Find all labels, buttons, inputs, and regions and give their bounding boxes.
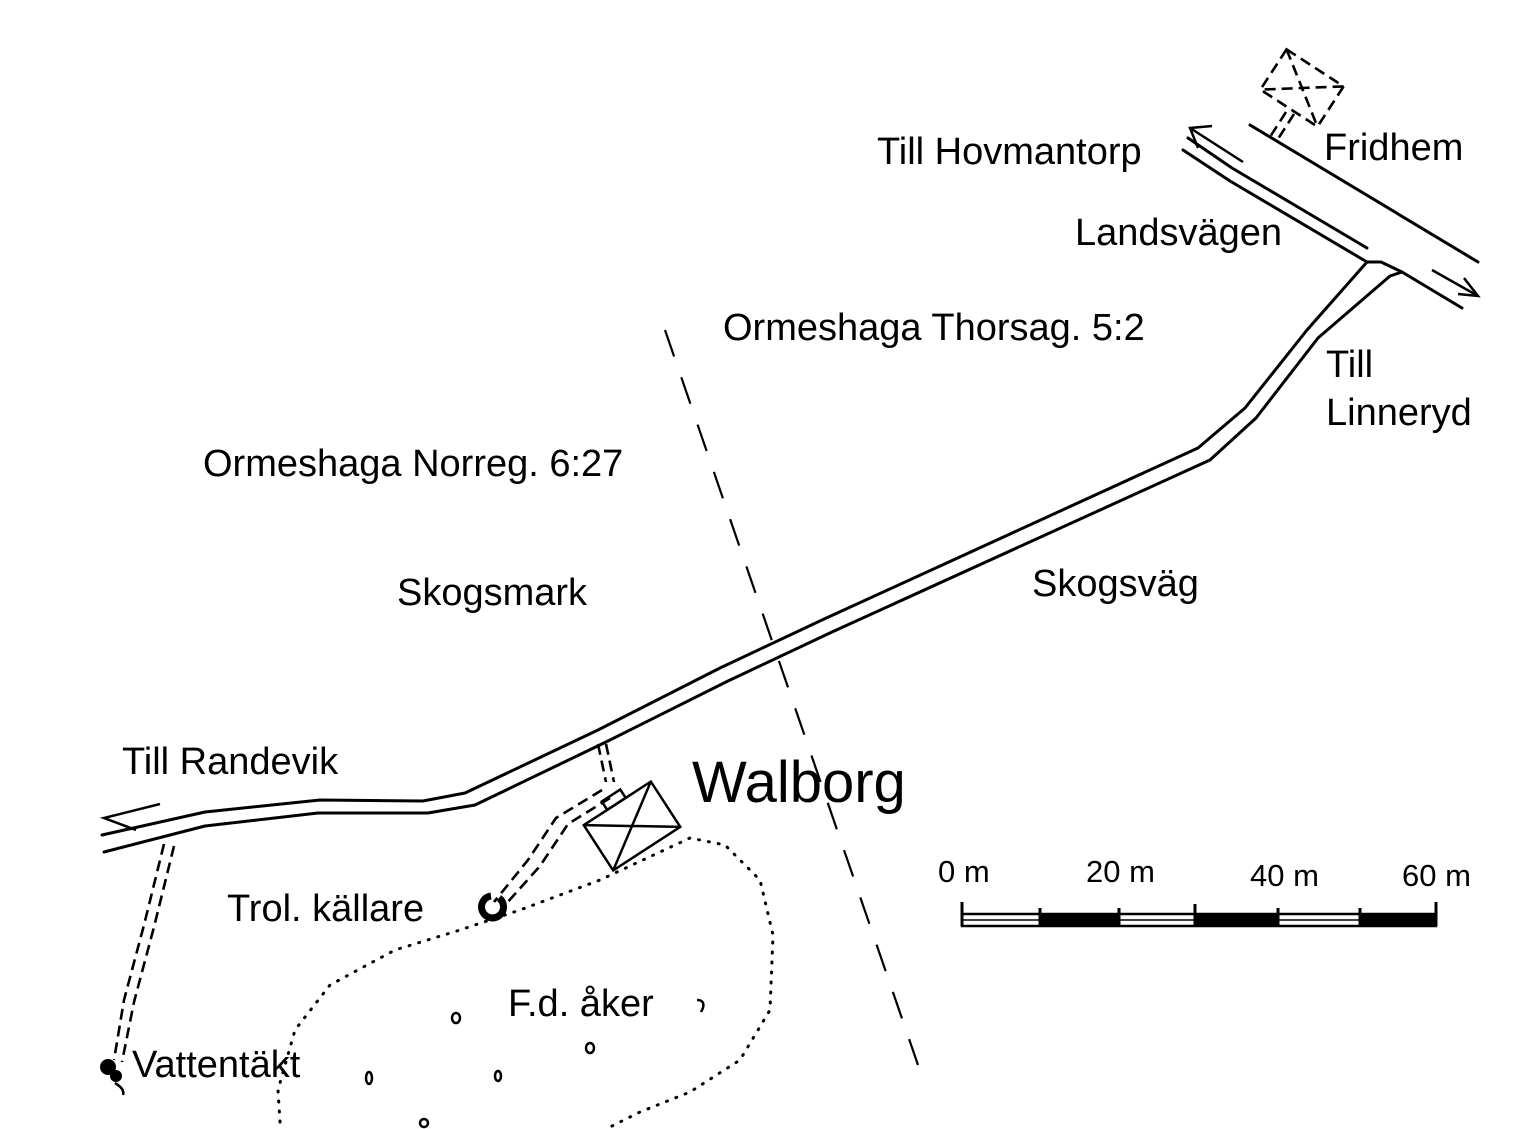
- label-ormeshaga-thorsag: Ormeshaga Thorsag. 5:2: [723, 307, 1145, 349]
- arrow-icon: [99, 802, 161, 832]
- well-path: [112, 843, 176, 1063]
- label-fridhem: Fridhem: [1324, 127, 1463, 169]
- label-till-hovmantorp: Till Hovmantorp: [877, 131, 1142, 173]
- well-icon: [100, 1059, 125, 1096]
- label-landsvagen: Landsvägen: [1075, 212, 1282, 254]
- label-trol-kallare: Trol. källare: [227, 888, 424, 930]
- label-ormeshaga-norreg: Ormeshaga Norreg. 6:27: [203, 443, 623, 485]
- scale-bar: 0 m 20 m 40 m 60 m: [938, 854, 1471, 928]
- cellar-icon: [478, 892, 507, 922]
- label-skogsvag: Skogsväg: [1032, 563, 1199, 605]
- house-ruin-icon: [582, 779, 682, 873]
- scale-label-40: 40 m: [1250, 858, 1319, 893]
- label-linneryd: Linneryd: [1326, 392, 1472, 434]
- label-till-randevik: Till Randevik: [122, 741, 339, 783]
- label-skogsmark: Skogsmark: [397, 572, 588, 614]
- main-road-landsvagen: [1181, 123, 1480, 310]
- label-vattentakt: Vattentäkt: [132, 1044, 301, 1086]
- label-fd-aker: F.d. åker: [508, 983, 654, 1025]
- arrow-icon: [1188, 124, 1244, 164]
- fridhem-path: [1268, 111, 1296, 140]
- label-till: Till: [1326, 344, 1373, 386]
- scale-label-0: 0 m: [938, 854, 990, 889]
- scale-label-20: 20 m: [1086, 854, 1155, 889]
- stone-icon: [364, 998, 705, 1129]
- ruin-icon: [1258, 47, 1346, 129]
- cellar-path: [492, 788, 611, 905]
- driveway-path: [596, 743, 616, 783]
- property-boundary: [663, 329, 920, 1066]
- scale-label-60: 60 m: [1402, 858, 1471, 893]
- arrow-icon: [1431, 268, 1481, 298]
- forest-road: [100, 260, 1404, 854]
- label-walborg: Walborg: [692, 750, 906, 815]
- former-field-boundary: [276, 836, 775, 1129]
